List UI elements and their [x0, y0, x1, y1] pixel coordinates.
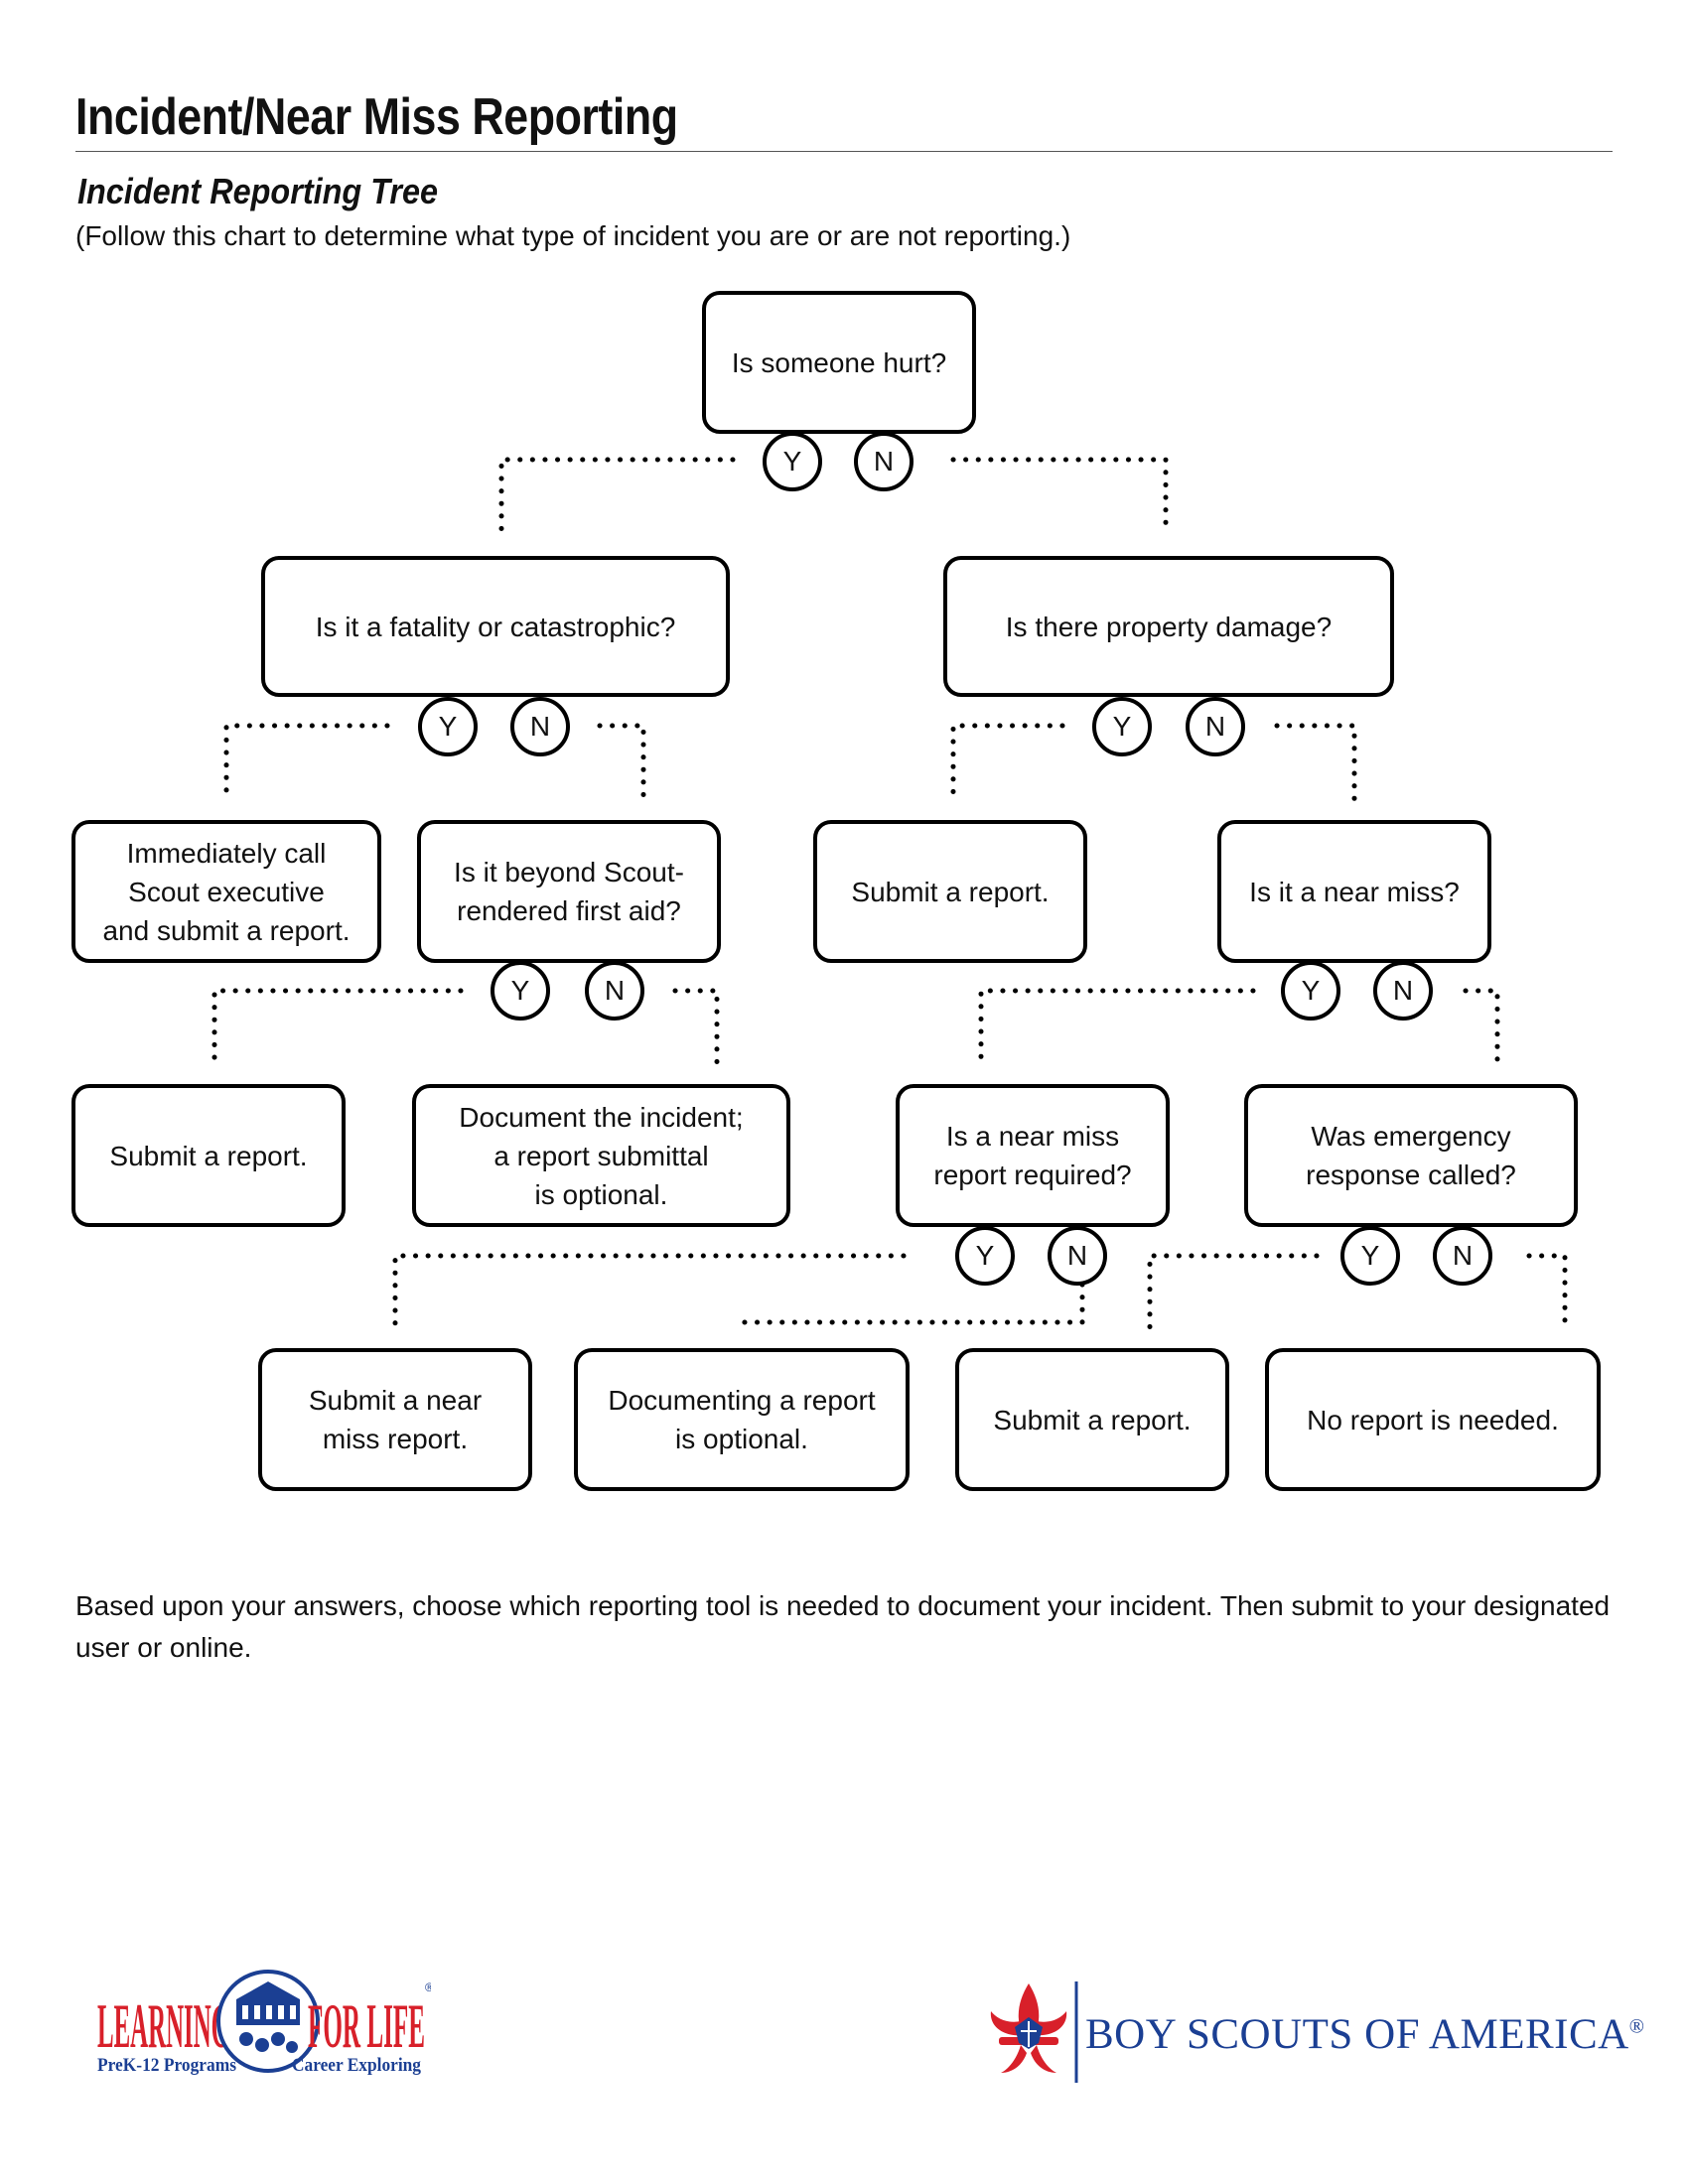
title-divider [75, 151, 1613, 152]
node-no-report-needed: No report is needed. [1265, 1348, 1601, 1491]
yes-marker: Y [1092, 697, 1152, 756]
no-marker: N [854, 432, 914, 491]
node-submit-near-miss-report: Submit a near miss report. [258, 1348, 532, 1491]
bsa-wordmark: BOY SCOUTS OF AMERICA® [1085, 2011, 1645, 2058]
node-is-someone-hurt: Is someone hurt? [702, 291, 976, 434]
no-marker: N [510, 697, 570, 756]
bsa-registered-mark: ® [1628, 2015, 1645, 2038]
yes-marker: Y [1340, 1226, 1400, 1286]
yes-marker: Y [1281, 961, 1340, 1021]
node-document-incident: Document the incident; a report submitta… [412, 1084, 790, 1227]
bsa-fleur-de-lis-icon [990, 1981, 1078, 2083]
node-near-miss-report-required: Is a near miss report required? [896, 1084, 1170, 1227]
node-call-scout-executive: Immediately call Scout executive and sub… [71, 820, 381, 963]
yes-marker: Y [418, 697, 478, 756]
node-is-it-near-miss: Is it a near miss? [1217, 820, 1491, 963]
intro-text: (Follow this chart to determine what typ… [75, 220, 1071, 251]
node-fatality-or-catastrophic: Is it a fatality or catastrophic? [261, 556, 730, 697]
lfl-word-left: LEARNING [97, 1990, 230, 2061]
no-marker: N [1186, 697, 1245, 756]
section-subtitle: Incident Reporting Tree [77, 171, 439, 211]
no-marker: N [1433, 1226, 1492, 1286]
node-submit-report-emergency: Submit a report. [955, 1348, 1229, 1491]
yes-marker: Y [955, 1226, 1015, 1286]
yes-marker: Y [491, 961, 550, 1021]
node-submit-report-first-aid: Submit a report. [71, 1084, 346, 1227]
node-documenting-optional: Documenting a report is optional. [574, 1348, 910, 1491]
node-beyond-first-aid: Is it beyond Scout- rendered first aid? [417, 820, 721, 963]
node-property-damage: Is there property damage? [943, 556, 1394, 697]
page-title: Incident/Near Miss Reporting [75, 88, 678, 146]
node-emergency-response: Was emergency response called? [1244, 1084, 1578, 1227]
no-marker: N [1373, 961, 1433, 1021]
learning-for-life-logo: LEARNING FOR LIFE ® PreK-12 Programs Car… [97, 1970, 431, 2075]
node-submit-report-property: Submit a report. [813, 820, 1087, 963]
lfl-word-right: FOR LIFE [308, 1990, 425, 2061]
lfl-registered-mark: ® [425, 1980, 431, 1994]
footer-instructions: Based upon your answers, choose which re… [75, 1590, 1611, 1663]
no-marker: N [585, 961, 644, 1021]
lfl-tagline-right: Career Exploring [292, 2055, 421, 2075]
no-marker: N [1048, 1226, 1107, 1286]
yes-marker: Y [763, 432, 822, 491]
lfl-tagline-left: PreK-12 Programs [97, 2055, 236, 2075]
